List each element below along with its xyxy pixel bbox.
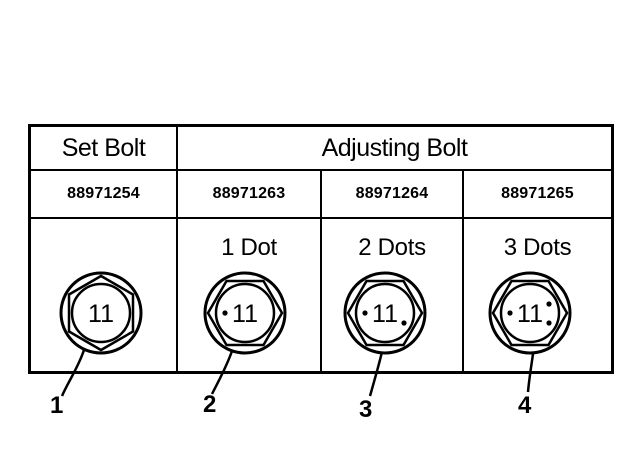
bolt-head-mark: 11 <box>517 300 543 328</box>
bolt-identification-table: Set Bolt Adjusting Bolt 88971254 8897126… <box>28 124 614 374</box>
adjusting-bolt-head-1-dot: 11 <box>203 271 287 355</box>
bolt-washer-circle <box>343 271 427 355</box>
set-bolt-head: 11 <box>59 271 143 355</box>
set-bolt-heading: Set Bolt <box>61 133 146 162</box>
bolt-head-mark: 11 <box>88 300 114 328</box>
bolt-washer-circle <box>488 271 572 355</box>
callout-1: 1 <box>50 392 64 419</box>
adjusting-bolt-head-3-dots: 11 <box>488 271 572 355</box>
divider-header-row <box>31 169 611 171</box>
bolt-head-mark: 11 <box>232 300 258 328</box>
part-number-2-dots: 88971264 <box>355 185 429 202</box>
bolt-dot-mark <box>362 310 368 316</box>
bolt-hex-outline <box>206 279 284 347</box>
bolt-dot-mark <box>401 320 407 326</box>
bolt-head-mark: 11 <box>372 300 398 328</box>
label-1-dot: 1 Dot <box>221 234 277 261</box>
part-number-set-bolt: 88971254 <box>67 185 140 202</box>
bolt-head-circle <box>499 282 561 344</box>
bolt-head-circle <box>70 282 132 344</box>
adjusting-bolt-heading: Adjusting Bolt <box>321 133 468 162</box>
leader-line-4 <box>526 353 535 393</box>
leader-line-3 <box>368 351 384 397</box>
part-number-3-dots: 88971265 <box>501 185 574 202</box>
leader-line-2 <box>210 350 234 395</box>
divider-partnumber-row <box>31 217 611 219</box>
label-3-dots: 3 Dots <box>503 234 572 261</box>
callout-2: 2 <box>203 391 217 418</box>
callout-3: 3 <box>359 396 373 423</box>
divider-col3-col4 <box>462 171 464 371</box>
bolt-dot-mark <box>546 301 552 307</box>
part-number-1-dot: 88971263 <box>212 185 286 202</box>
bolt-hex-outline <box>346 279 424 347</box>
bolt-hex-outline <box>491 279 569 347</box>
bolt-dot-mark <box>507 310 513 316</box>
label-2-dots: 2 Dots <box>358 234 426 261</box>
bolt-washer-circle <box>203 271 287 355</box>
bolt-washer-circle <box>59 271 143 355</box>
bolt-head-circle <box>214 282 276 344</box>
leader-line-1 <box>60 349 86 397</box>
bolt-dot-mark <box>222 310 228 316</box>
callout-4: 4 <box>518 392 532 419</box>
bolt-dot-mark <box>546 320 552 326</box>
divider-col2-col3 <box>320 171 322 371</box>
divider-set-adjusting <box>176 127 178 371</box>
adjusting-bolt-head-2-dots: 11 <box>343 271 427 355</box>
bolt-hex-outline <box>67 274 135 352</box>
bolt-head-circle <box>354 282 416 344</box>
